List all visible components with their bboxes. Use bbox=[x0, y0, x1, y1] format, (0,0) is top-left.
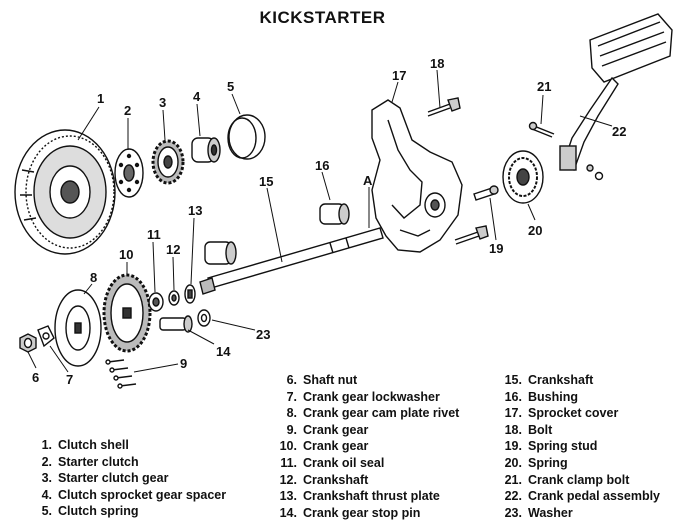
leader-lines bbox=[27, 69, 613, 373]
starter-clutch-gear bbox=[151, 139, 185, 185]
legend-item: 20.Spring bbox=[504, 455, 568, 470]
callout-9: 9 bbox=[180, 356, 187, 371]
clamp-nut bbox=[586, 164, 604, 181]
page-title: KICKSTARTER bbox=[259, 8, 386, 27]
clutch-shell bbox=[14, 129, 116, 255]
callout-12: 12 bbox=[166, 242, 180, 257]
legend-item: 3.Starter clutch gear bbox=[41, 471, 169, 486]
callout-14: 14 bbox=[216, 344, 231, 359]
legend-item: 19.Spring stud bbox=[504, 439, 598, 454]
crank-gear-10 bbox=[102, 273, 152, 353]
legend-item: 4.Clutch sprocket gear spacer bbox=[41, 487, 227, 502]
callout-19: 19 bbox=[489, 241, 503, 256]
legend-item: 12.Crankshaft bbox=[279, 472, 369, 487]
callout-20: 20 bbox=[528, 223, 542, 238]
callout-labels: 1 2 3 4 5 6 7 8 9 10 11 12 13 14 15 16 A… bbox=[32, 56, 626, 387]
crankshaft bbox=[199, 227, 384, 295]
parts-legend-col3: 15.Crankshaft 16.Bushing 17.Sprocket cov… bbox=[500, 372, 660, 521]
callout-4: 4 bbox=[193, 89, 201, 104]
crank-gear-lockwasher bbox=[37, 325, 55, 348]
legend-item: 10.Crank gear bbox=[279, 439, 369, 454]
legend-item: 21.Crank clamp bolt bbox=[504, 472, 630, 487]
crank-oil-seal bbox=[148, 292, 164, 312]
crank-gear-stop-pin bbox=[159, 315, 193, 333]
legend-item: 1.Clutch shell bbox=[41, 438, 129, 452]
rivets bbox=[105, 359, 137, 389]
crankshaft-small bbox=[168, 290, 180, 306]
callout-8: 8 bbox=[90, 270, 97, 285]
washer bbox=[197, 309, 211, 327]
crank-clamp-bolt bbox=[528, 121, 555, 138]
callout-2: 2 bbox=[124, 103, 131, 118]
callout-16: 16 bbox=[315, 158, 329, 173]
legend-item: 18.Bolt bbox=[504, 422, 553, 437]
crank-gear-cam-plate bbox=[54, 289, 102, 367]
sprocket-cover bbox=[371, 99, 463, 253]
crank-pedal-assembly bbox=[559, 13, 673, 171]
callout-23: 23 bbox=[256, 327, 270, 342]
callout-6: 6 bbox=[32, 370, 39, 385]
legend-item: 2.Starter clutch bbox=[41, 454, 139, 469]
callout-22: 22 bbox=[612, 124, 626, 139]
callout-13: 13 bbox=[188, 203, 202, 218]
legend-item: 14.Crank gear stop pin bbox=[279, 505, 421, 520]
bolt-upper bbox=[427, 97, 461, 117]
legend-item: 13.Crankshaft thrust plate bbox=[279, 489, 440, 504]
spring bbox=[502, 150, 544, 204]
legend-item: 11.Crank oil seal bbox=[280, 455, 385, 470]
spring-stud bbox=[473, 185, 499, 201]
crankshaft-thrust-plate bbox=[184, 284, 196, 304]
legend-item: 8.Crank gear cam plate rivet bbox=[286, 406, 460, 421]
legend-item: 6.Shaft nut bbox=[286, 373, 358, 387]
legend-item: 16.Bushing bbox=[504, 389, 578, 404]
callout-5: 5 bbox=[227, 79, 234, 94]
callout-17: 17 bbox=[392, 68, 406, 83]
legend-item: 7.Crank gear lockwasher bbox=[286, 389, 440, 404]
clutch-sprocket-gear-spacer bbox=[191, 137, 221, 163]
legend-item: 15.Crankshaft bbox=[504, 373, 594, 387]
callout-1: 1 bbox=[97, 91, 104, 106]
bolt-lower bbox=[454, 225, 489, 245]
callout-18: 18 bbox=[430, 56, 444, 71]
legend-item: 22.Crank pedal assembly bbox=[504, 489, 661, 504]
bushing-lower bbox=[204, 241, 237, 265]
legend-item: 9.Crank gear bbox=[286, 422, 369, 437]
callout-a: A bbox=[363, 173, 373, 188]
starter-clutch bbox=[114, 148, 144, 198]
parts-legend-col1: 1.Clutch shell 2.Starter clutch 3.Starte… bbox=[30, 437, 227, 520]
callout-3: 3 bbox=[159, 95, 166, 110]
shaft-nut bbox=[19, 333, 37, 353]
callout-21: 21 bbox=[537, 79, 551, 94]
legend-item: 5.Clutch spring bbox=[41, 504, 139, 519]
legend-item: 17.Sprocket cover bbox=[504, 406, 619, 421]
clutch-spring bbox=[227, 114, 266, 160]
callout-11: 11 bbox=[147, 227, 161, 242]
parts-legend-col2: 6.Shaft nut 7.Crank gear lockwasher 8.Cr… bbox=[275, 372, 460, 521]
legend-item: 23.Washer bbox=[504, 505, 573, 520]
callout-7: 7 bbox=[66, 372, 73, 387]
callout-10: 10 bbox=[119, 247, 133, 262]
callout-15: 15 bbox=[259, 174, 273, 189]
bushing-upper bbox=[319, 203, 350, 225]
